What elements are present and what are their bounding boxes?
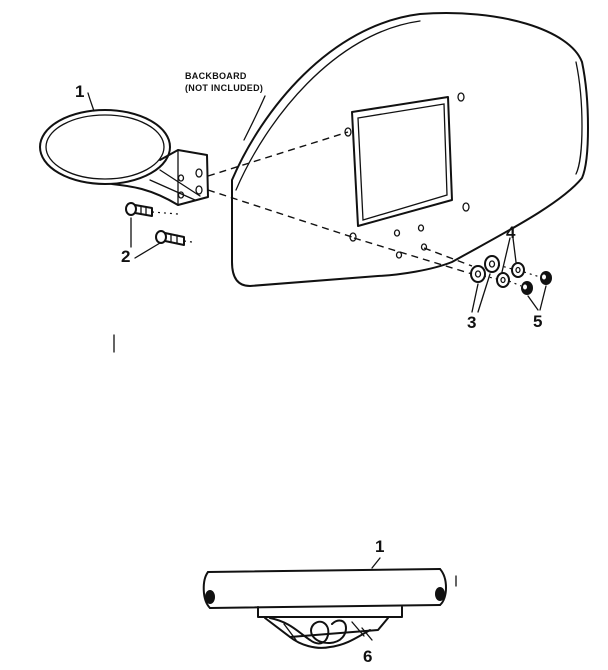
washer-a — [470, 265, 486, 283]
rim-detail — [202, 568, 457, 609]
backboard-window — [344, 92, 470, 259]
callout-6-net-hook: 6 — [363, 647, 372, 666]
callout-1-rim-detail: 1 — [375, 537, 384, 556]
bolt-upper — [125, 202, 153, 217]
rim-assembly — [39, 109, 209, 206]
callout-3-washers: 3 — [467, 313, 476, 332]
backboard-label-line2: (NOT INCLUDED) — [185, 83, 263, 93]
washer-b — [484, 255, 500, 273]
net-hook-detail — [257, 606, 403, 649]
callout-5-nuts: 5 — [533, 312, 542, 331]
lockwasher-a — [496, 272, 510, 288]
backboard-label-line1: BACKBOARD — [185, 71, 247, 81]
assembly-guide-lines — [151, 131, 541, 287]
nut-b — [540, 271, 552, 285]
lockwasher-b — [511, 262, 525, 278]
callout-1-rim: 1 — [75, 82, 84, 101]
nut-a — [521, 281, 533, 295]
backboard — [231, 12, 589, 287]
callout-4-lockwashers: 4 — [506, 223, 516, 242]
leader-lines — [87, 92, 547, 641]
callout-2-bolts: 2 — [121, 247, 130, 266]
